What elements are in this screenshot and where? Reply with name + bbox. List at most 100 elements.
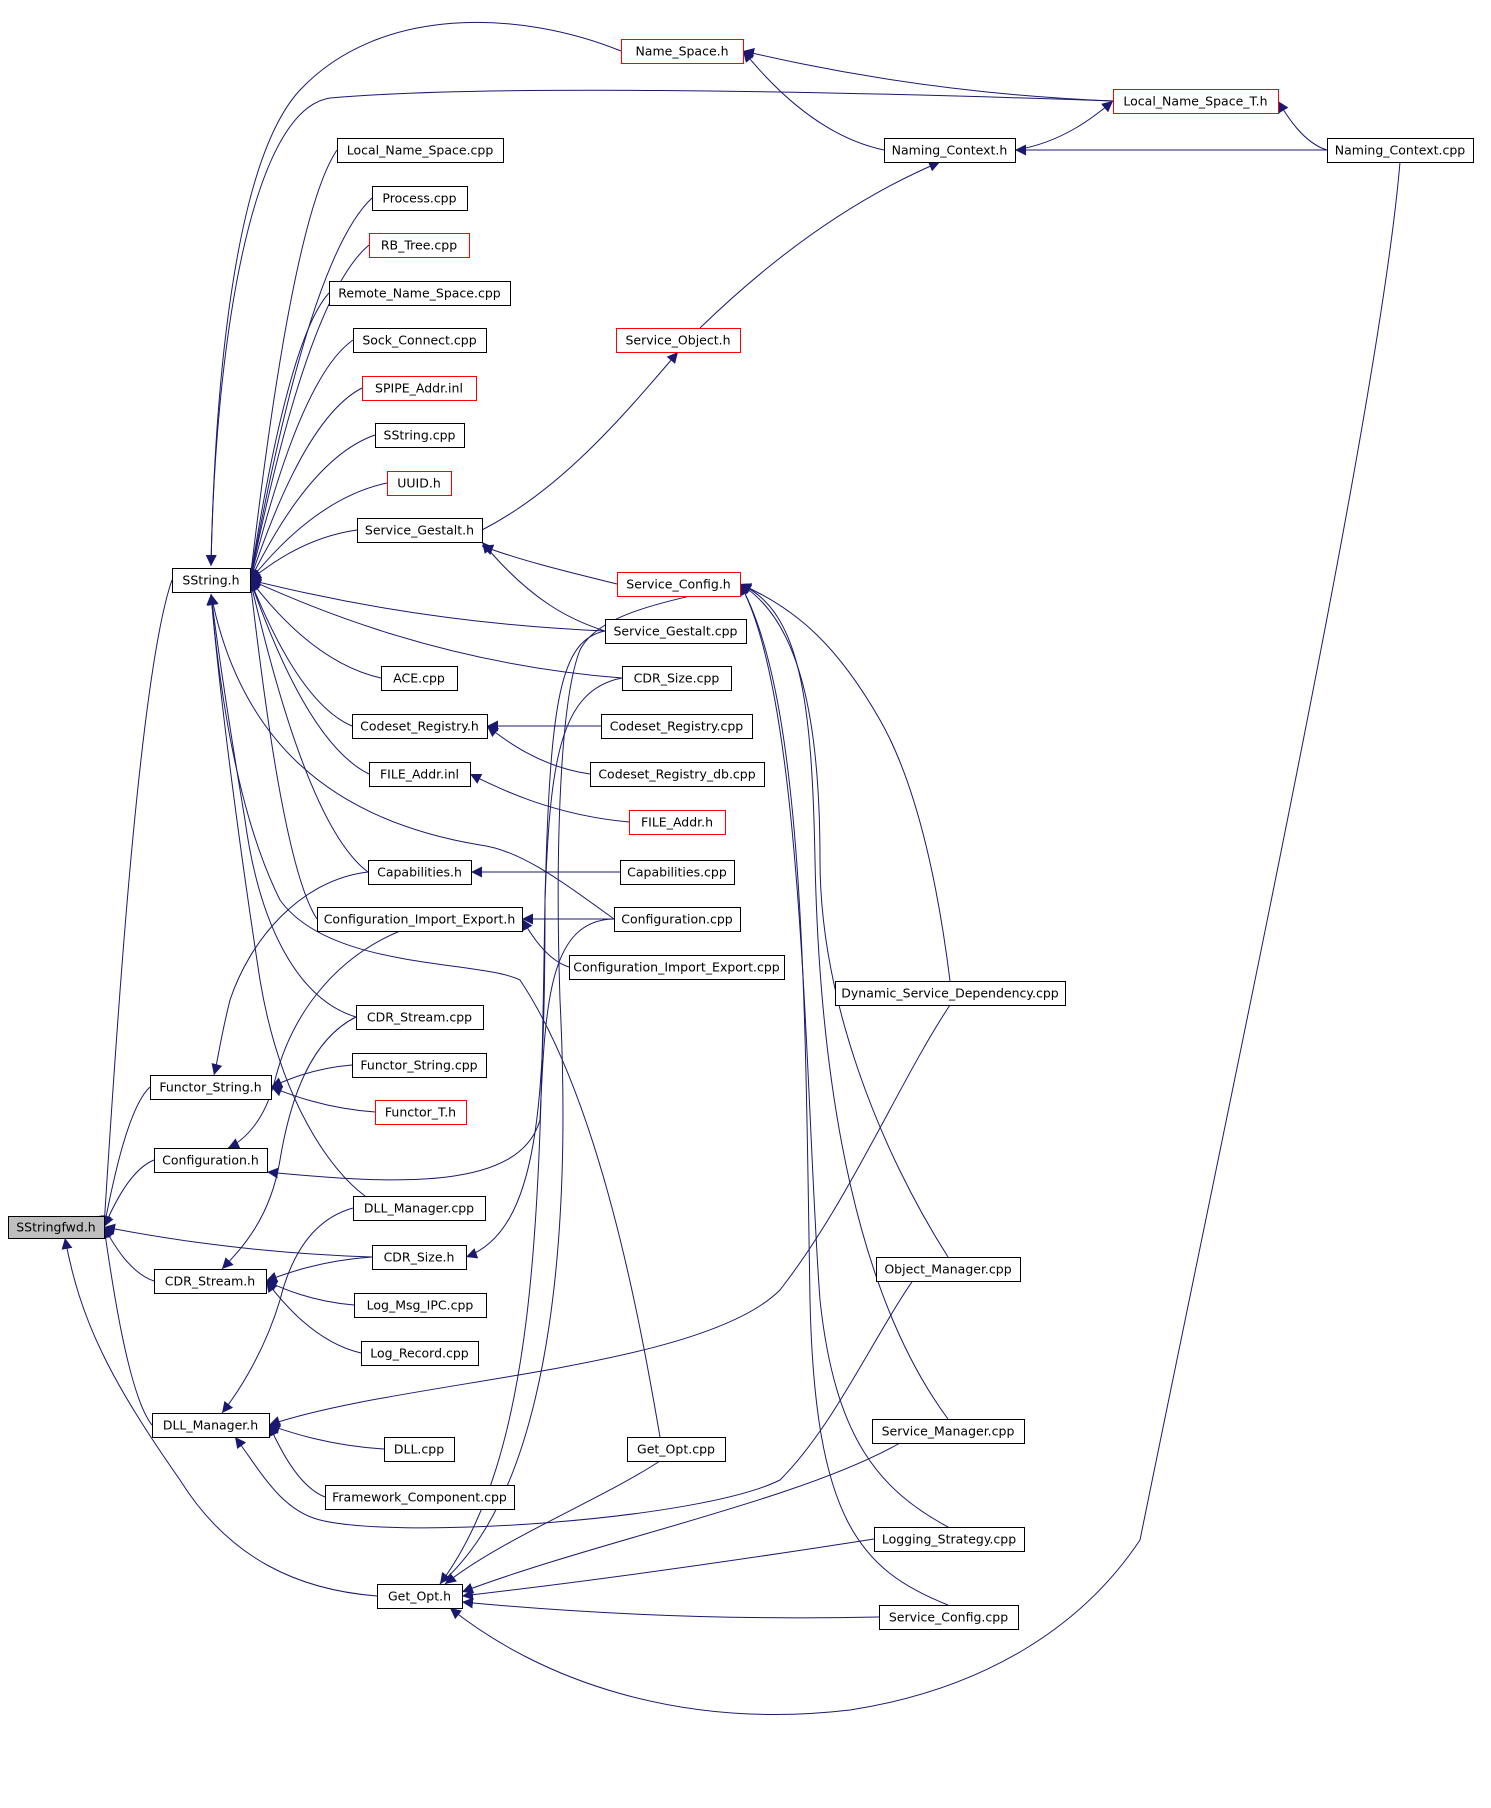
- node-label: Service_Object.h: [625, 333, 730, 348]
- node-local-name-space-t-h[interactable]: Local_Name_Space_T.h: [1113, 89, 1279, 114]
- node-box: [8, 1216, 105, 1239]
- node-capabilities-h[interactable]: Capabilities.h: [368, 860, 472, 885]
- node-box: [357, 518, 483, 543]
- edge-log_record_cpp-to-cdr_stream_h: [265, 1280, 362, 1354]
- edge-naming_context_cpp-to-local_name_space_t_h: [1277, 100, 1328, 151]
- node-file-addr-h[interactable]: FILE_Addr.h: [629, 810, 726, 835]
- node-label: Configuration_Import_Export.cpp: [573, 960, 779, 975]
- edge-dll_cpp-to-dll_manager_h: [268, 1423, 385, 1450]
- node-box: [325, 1485, 515, 1510]
- node-box: [361, 1341, 479, 1366]
- edge-configuration_cpp-to-sstring_h: [207, 593, 615, 920]
- node-service-config-h[interactable]: Service_Config.h: [617, 572, 741, 597]
- node-dll-manager-h[interactable]: DLL_Manager.h: [152, 1413, 270, 1438]
- node-label: Configuration.cpp: [621, 912, 733, 927]
- node-functor-string-h[interactable]: Functor_String.h: [150, 1075, 272, 1100]
- node-capabilities-cpp[interactable]: Capabilities.cpp: [620, 860, 735, 885]
- node-uuid-h[interactable]: UUID.h: [387, 471, 452, 496]
- node-box: [150, 1075, 272, 1100]
- node-configuration-cpp[interactable]: Configuration.cpp: [614, 907, 741, 932]
- node-label: Dynamic_Service_Dependency.cpp: [841, 986, 1059, 1001]
- node-naming-context-cpp[interactable]: Naming_Context.cpp: [1327, 138, 1474, 163]
- node-ace-cpp[interactable]: ACE.cpp: [381, 666, 458, 691]
- node-service-manager-cpp[interactable]: Service_Manager.cpp: [872, 1419, 1025, 1444]
- node-cdr-size-h[interactable]: CDR_Size.h: [372, 1245, 467, 1270]
- node-log-record-cpp[interactable]: Log_Record.cpp: [361, 1341, 479, 1366]
- node-codeset-registry-cpp[interactable]: Codeset_Registry.cpp: [601, 714, 753, 739]
- node-spipe-addr-inl[interactable]: SPIPE_Addr.inl: [362, 376, 477, 401]
- edge-process_cpp-to-sstring_h: [246, 197, 373, 581]
- node-rb-tree-cpp[interactable]: RB_Tree.cpp: [369, 233, 470, 258]
- node-box: [369, 233, 470, 258]
- node-label: Name_Space.h: [635, 44, 728, 59]
- node-configuration-import-export-h[interactable]: Configuration_Import_Export.h: [317, 907, 523, 932]
- edge-naming_context_h-to-name_space_h: [742, 50, 885, 151]
- node-label: SString.h: [182, 573, 239, 588]
- node-service-gestalt-cpp[interactable]: Service_Gestalt.cpp: [605, 619, 747, 644]
- node-dynamic-service-dependency-cpp[interactable]: Dynamic_Service_Dependency.cpp: [835, 981, 1066, 1006]
- node-get-opt-cpp[interactable]: Get_Opt.cpp: [627, 1437, 726, 1462]
- node-box: [353, 328, 487, 353]
- node-box: [356, 1005, 484, 1030]
- node-codeset-registry-db-cpp[interactable]: Codeset_Registry_db.cpp: [590, 762, 765, 787]
- node-logging-strategy-cpp[interactable]: Logging_Strategy.cpp: [874, 1527, 1025, 1552]
- node-box: [384, 1437, 455, 1462]
- node-box: [884, 138, 1016, 163]
- node-box: [622, 666, 732, 691]
- node-box: [337, 138, 504, 163]
- node-box: [362, 376, 477, 401]
- node-codeset-registry-h[interactable]: Codeset_Registry.h: [352, 714, 488, 739]
- node-functor-string-cpp[interactable]: Functor_String.cpp: [352, 1053, 487, 1078]
- node-label: Codeset_Registry_db.cpp: [598, 767, 755, 782]
- node-sstringfwd: SStringfwd.h: [8, 1216, 105, 1239]
- node-box: [317, 907, 523, 932]
- node-file-addr-inl[interactable]: FILE_Addr.inl: [369, 762, 471, 787]
- node-label: Service_Config.cpp: [889, 1610, 1008, 1625]
- node-label: Service_Gestalt.h: [365, 523, 474, 538]
- node-cdr-size-cpp[interactable]: CDR_Size.cpp: [622, 666, 732, 691]
- node-name-space-h[interactable]: Name_Space.h: [621, 39, 744, 64]
- node-log-msg-ipc-cpp[interactable]: Log_Msg_IPC.cpp: [354, 1293, 487, 1318]
- node-service-gestalt-h[interactable]: Service_Gestalt.h: [357, 518, 483, 543]
- node-box: [1327, 138, 1474, 163]
- edge-cdr_size_h-to-cdr_stream_h: [265, 1256, 373, 1283]
- node-box: [375, 1100, 467, 1125]
- node-service-config-cpp[interactable]: Service_Config.cpp: [879, 1605, 1019, 1630]
- node-dll-cpp[interactable]: DLL.cpp: [384, 1437, 455, 1462]
- node-label: Logging_Strategy.cpp: [882, 1532, 1016, 1547]
- node-sstring-cpp[interactable]: SString.cpp: [375, 423, 465, 448]
- node-label: Functor_String.h: [159, 1080, 261, 1095]
- node-box: [387, 471, 452, 496]
- node-configuration-import-export-cpp[interactable]: Configuration_Import_Export.cpp: [569, 955, 785, 980]
- node-cdr-stream-cpp[interactable]: CDR_Stream.cpp: [356, 1005, 484, 1030]
- node-label: Naming_Context.h: [892, 143, 1008, 158]
- node-functor-t-h[interactable]: Functor_T.h: [375, 1100, 467, 1125]
- node-box: [352, 714, 488, 739]
- edge-cdr_stream_cpp-to-cdr_stream_h: [221, 1016, 357, 1270]
- node-box: [352, 1053, 487, 1078]
- node-box: [629, 810, 726, 835]
- edge-service_gestalt_h-to-service_object_h: [481, 351, 679, 531]
- node-sock-connect-cpp[interactable]: Sock_Connect.cpp: [353, 328, 487, 353]
- node-box: [354, 1293, 487, 1318]
- node-box: [605, 619, 747, 644]
- node-sstring-h[interactable]: SString.h: [172, 568, 251, 593]
- node-label: Service_Manager.cpp: [882, 1424, 1015, 1439]
- node-cdr-stream-h[interactable]: CDR_Stream.h: [154, 1269, 267, 1294]
- node-framework-component-cpp[interactable]: Framework_Component.cpp: [325, 1485, 515, 1510]
- node-box: [377, 1584, 463, 1609]
- node-object-manager-cpp[interactable]: Object_Manager.cpp: [876, 1257, 1021, 1282]
- node-box: [621, 39, 744, 64]
- node-configuration-h[interactable]: Configuration.h: [154, 1148, 268, 1173]
- node-get-opt-h[interactable]: Get_Opt.h: [377, 1584, 463, 1609]
- node-dll-manager-cpp[interactable]: DLL_Manager.cpp: [353, 1196, 486, 1221]
- edge-capabilities_h-to-sstring_h: [247, 579, 369, 873]
- node-naming-context-h[interactable]: Naming_Context.h: [884, 138, 1016, 163]
- edge-file_addr_h-to-file_addr_inl: [469, 773, 630, 823]
- node-service-object-h[interactable]: Service_Object.h: [616, 328, 741, 353]
- node-remote-name-space-cpp[interactable]: Remote_Name_Space.cpp: [329, 281, 511, 306]
- node-process-cpp[interactable]: Process.cpp: [372, 186, 468, 211]
- node-local-name-space-cpp[interactable]: Local_Name_Space.cpp: [337, 138, 504, 163]
- node-box: [601, 714, 753, 739]
